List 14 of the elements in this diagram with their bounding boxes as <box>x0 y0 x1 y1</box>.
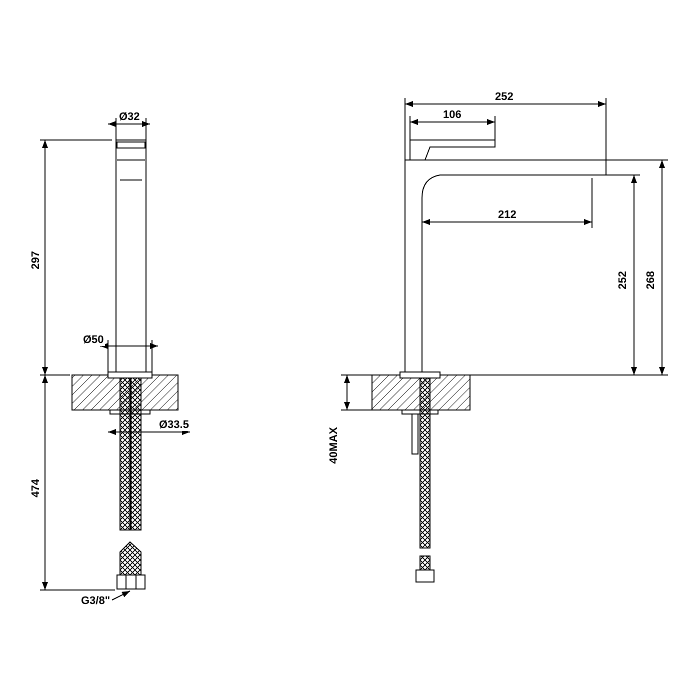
dimension-label: 212 <box>497 209 518 221</box>
dimension-label: 40MAX <box>328 426 340 465</box>
dimension-label: 252 <box>494 91 514 103</box>
hose-nut <box>116 574 146 590</box>
thread-label: G3/8" <box>80 595 112 607</box>
dimension-label: 297 <box>30 250 42 270</box>
dimension-label: Ø32 <box>118 111 141 123</box>
dimension-label: 252 <box>617 270 629 290</box>
dimension-label: 268 <box>645 270 657 290</box>
dimension-label: 106 <box>442 109 462 121</box>
leader-line <box>112 590 130 600</box>
dimension-label: 474 <box>30 478 42 498</box>
dimension-label: Ø50 <box>82 334 105 346</box>
dimension-label: Ø33.5 <box>158 419 190 431</box>
